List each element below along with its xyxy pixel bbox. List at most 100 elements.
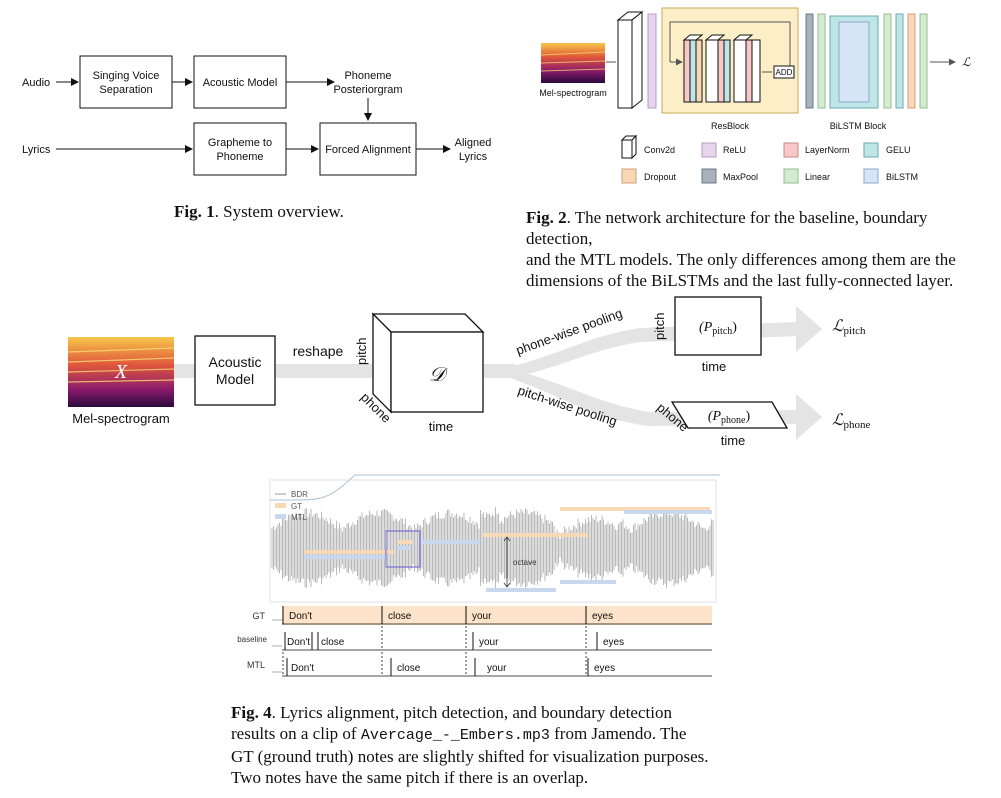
fig4-bdr-curve — [270, 474, 720, 501]
svg-text:Phoneme: Phoneme — [216, 151, 263, 163]
fig4-caption-line1: . Lyrics alignment, pitch detection, and… — [271, 703, 672, 722]
fig2-bilstm-label: BiLSTM Block — [830, 121, 887, 131]
fig4-legend-mtl: MTL — [291, 513, 308, 522]
fig4-caption-line4: Two notes have the same pitch if there i… — [231, 768, 589, 787]
fig2-relu-block — [647, 13, 657, 109]
fig4-row-label-mtl: MTL — [247, 660, 265, 670]
fig3-ppitch-box — [674, 296, 762, 356]
fig3-acoustic-line2: Model — [216, 371, 254, 387]
fig4-baseline-word-1: close — [321, 637, 345, 648]
fig3-acoustic-line1: Acoustic — [209, 354, 262, 370]
svg-text:ℒpitch: ℒpitch — [832, 318, 866, 337]
fig4-caption: Fig. 4. Lyrics alignment, pitch detectio… — [231, 702, 731, 788]
fig4-gt-word-0: Don't — [289, 611, 312, 622]
fig4-caption-line2-post: from Jamendo. The — [549, 724, 687, 743]
svg-text:Aligned: Aligned — [455, 137, 492, 149]
fig3-acoustic-box — [194, 335, 276, 406]
fig3-ppitch-pitch: pitch — [652, 313, 667, 340]
fig1-g2p-line1: Grapheme to — [208, 137, 272, 149]
fig3-arrow-phone — [796, 394, 822, 440]
fig4-mtl-word-1: close — [397, 663, 421, 674]
fig3-mel-label: Mel-spectrogram — [72, 411, 170, 426]
fig2-legend-label-6: Linear — [805, 172, 830, 182]
fig4-caption-label: Fig. 4 — [231, 703, 272, 722]
fig3-x-symbol: X — [114, 361, 128, 383]
svg-text:(Ppitch): (Ppitch) — [699, 320, 737, 337]
fig3-pphone-sub: phone — [721, 415, 746, 426]
fig2-linear-3 — [919, 13, 928, 109]
fig4-waveform — [271, 507, 714, 589]
fig3-ppitch-time: time — [702, 359, 727, 374]
fig4-octave-label: octave — [513, 558, 537, 567]
svg-text:Model: Model — [216, 371, 254, 387]
fig2-legend-label-5: MaxPool — [723, 172, 758, 182]
fig2-linear-2 — [883, 13, 892, 109]
fig3-cube-time: time — [429, 419, 454, 434]
fig1-caption-label: Fig. 1 — [174, 202, 215, 221]
fig2-caption: Fig. 2. The network architecture for the… — [526, 207, 992, 291]
fig4-gt-word-2: your — [472, 611, 492, 622]
svg-text:Singing Voice: Singing Voice — [93, 70, 160, 82]
fig4-mtl-word-3: eyes — [594, 663, 615, 674]
svg-text:Phoneme: Phoneme — [344, 70, 391, 82]
fig3-pphone-box — [670, 401, 789, 429]
fig1-g2p-box — [193, 122, 287, 176]
fig1-acoustic-box — [193, 55, 287, 109]
fig4-legend-bdr: BDR — [291, 490, 308, 499]
fig2-legend-label-4: Dropout — [644, 172, 677, 182]
fig3-reshape-label: reshape — [293, 343, 344, 359]
fig4-baseline-word-0: Don't — [287, 637, 310, 648]
fig2-legend: Conv2d ReLU LayerNorm GELU Dropout MaxPo… — [620, 134, 918, 184]
fig3-arrow-pitch — [796, 306, 822, 352]
fig2-caption-line3: dimensions of the BiLSTMs and the last f… — [526, 271, 954, 290]
fig1-audio-label: Audio — [22, 77, 50, 89]
svg-text:Posteriorgram: Posteriorgram — [333, 84, 402, 96]
fig2-resblock-label: ResBlock — [711, 121, 750, 131]
fig4-mtl-word-0: Don't — [291, 663, 314, 674]
fig4-figure: BDR GT MTL octave GT baseline MTL — [237, 474, 720, 677]
fig2-add-box — [773, 65, 795, 79]
fig2-legend-label-7: BiLSTM — [886, 172, 918, 182]
fig1-caption-text: . System overview. — [214, 202, 344, 221]
fig2-bilstm-inner — [838, 21, 870, 103]
fig1-posterior-line1: Phoneme — [344, 70, 391, 82]
fig4-baseline-word-3: eyes — [603, 637, 624, 648]
fig4-caption-line3: GT (ground truth) notes are slightly shi… — [231, 747, 709, 766]
fig1-aligned-line2: Lyrics — [459, 151, 488, 163]
fig3-lpitch-sub: pitch — [844, 325, 866, 337]
fig2-resblock-layers — [682, 34, 761, 103]
fig3-cube-pitch: pitch — [354, 338, 369, 365]
fig2-linear-1 — [817, 13, 826, 109]
fig1-posterior-line2: Posteriorgram — [333, 84, 402, 96]
fig2-dropout-block — [907, 13, 916, 109]
fig1-svs-box — [79, 55, 173, 109]
fig4-caption-line2-pre: results on a clip of — [231, 724, 361, 743]
fig2-maxpool-block — [805, 13, 814, 109]
fig4-row-label-gt: GT — [253, 611, 266, 621]
fig3-lpitch-symbol: ℒ — [832, 318, 844, 335]
fig1-g2p-line2: Phoneme — [216, 151, 263, 163]
fig1-lyrics-label: Lyrics — [22, 144, 51, 156]
fig4-gt-row-bg — [282, 606, 712, 625]
fig1-diagram: Audio Lyrics Singing Voice Separation Ac… — [22, 55, 492, 176]
svg-text:Separation: Separation — [99, 84, 152, 96]
svg-text:Grapheme to: Grapheme to — [208, 137, 272, 149]
fig2-mel-image — [540, 43, 606, 83]
fig2-caption-label: Fig. 2 — [526, 208, 567, 227]
fig1-forced-label: Forced Alignment — [325, 144, 411, 156]
svg-text:Acoustic: Acoustic — [209, 354, 262, 370]
fig4-baseline-word-2: your — [479, 637, 499, 648]
fig3-lphone-symbol: ℒ — [832, 412, 844, 429]
fig1-svs-line2: Separation — [99, 84, 152, 96]
fig2-diagram: Mel-spectrogram ResBlock ADD BiLSTM Bloc… — [539, 7, 971, 184]
fig2-gelu-block — [895, 13, 904, 109]
fig3-mel-image — [67, 337, 175, 407]
fig4-row-label-baseline: baseline — [237, 635, 267, 644]
svg-text:Lyrics: Lyrics — [459, 151, 488, 163]
fig2-caption-line1: . The network architecture for the basel… — [526, 208, 928, 248]
fig2-legend-label-2: LayerNorm — [805, 145, 850, 155]
fig4-mtl-word-2: your — [487, 663, 507, 674]
fig3-diagram: X Mel-spectrogram Acoustic Model reshape… — [67, 296, 871, 448]
fig4-notes — [304, 507, 712, 592]
fig2-caption-line2: and the MTL models. The only differences… — [526, 250, 956, 269]
